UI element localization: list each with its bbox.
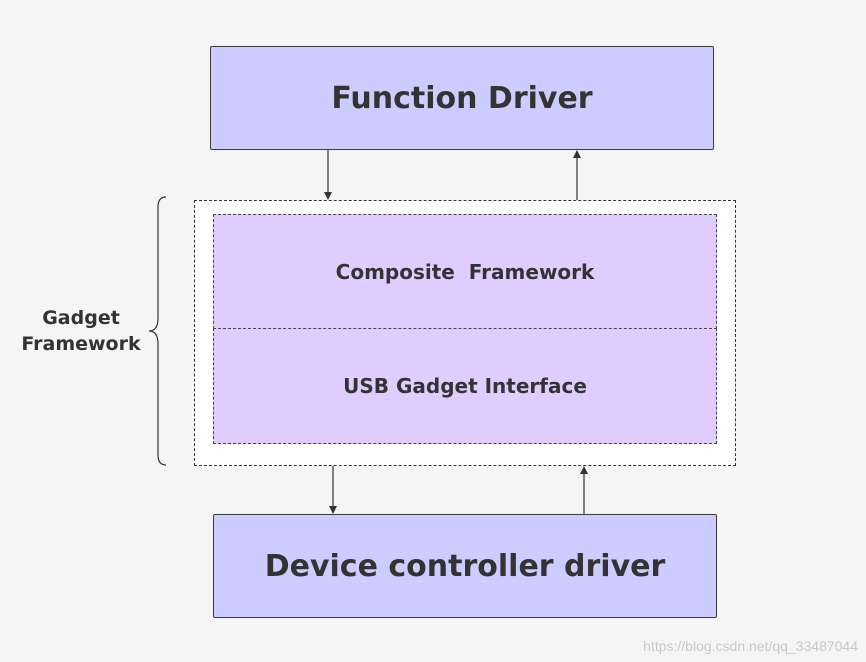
device-controller-driver-box: Device controller driver bbox=[213, 514, 717, 618]
function-driver-label: Function Driver bbox=[331, 80, 593, 116]
watermark-text: https://blog.csdn.net/qq_33487044 bbox=[643, 638, 858, 654]
composite-framework-label: Composite Framework bbox=[335, 259, 595, 284]
usb-gadget-interface-box: USB Gadget Interface bbox=[213, 328, 717, 444]
function-driver-box: Function Driver bbox=[210, 46, 714, 150]
device-controller-driver-label: Device controller driver bbox=[264, 548, 666, 584]
gadget-framework-brace bbox=[148, 196, 167, 466]
gadget-framework-label-line1: Gadget bbox=[42, 307, 120, 329]
usb-gadget-interface-label: USB Gadget Interface bbox=[343, 374, 587, 398]
composite-framework-box: Composite Framework bbox=[213, 214, 717, 329]
gadget-framework-label: Gadget Framework bbox=[14, 305, 148, 357]
gadget-framework-label-line2: Framework bbox=[21, 333, 141, 355]
